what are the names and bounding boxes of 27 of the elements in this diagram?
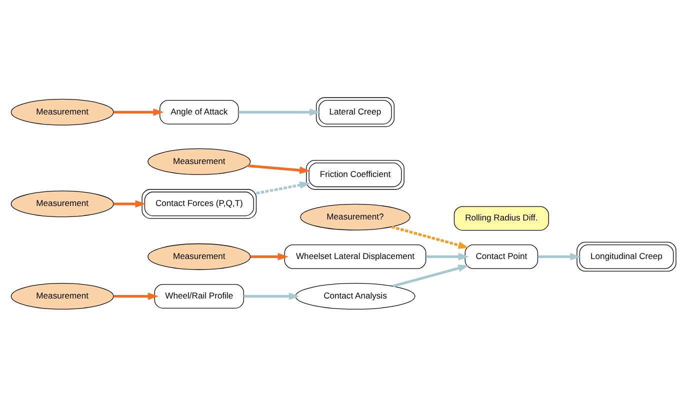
node-ellipse: Contact Analysis [295, 282, 416, 310]
node-box: Friction Coefficient [306, 160, 404, 190]
arrow [114, 108, 164, 116]
node-box: Contact Forces (P,Q,T) [142, 188, 257, 218]
node-box: Wheelset Lateral Displacement [284, 244, 426, 268]
node-box: Contact Point [464, 244, 538, 268]
node-box: Rolling Radius Diff. [454, 206, 549, 230]
node-ellipse: Measurement [148, 242, 251, 270]
node-box: Longitudinal Creep [576, 241, 676, 272]
node-box: Wheel/Rail Profile [154, 284, 244, 308]
arrow [238, 108, 320, 116]
arrow [426, 252, 469, 260]
node-ellipse: Measurement [148, 148, 251, 174]
arrow [538, 252, 581, 260]
arrow [391, 225, 469, 248]
arrow [256, 180, 310, 194]
node-ellipse: Measurement [10, 190, 114, 217]
arrow [244, 292, 300, 300]
arrow [114, 292, 158, 300]
node-ellipse: Measurement [10, 282, 114, 310]
node-ellipse: Measurement? [300, 203, 410, 230]
arrow [248, 164, 310, 174]
node-box: Angle of Attack [160, 99, 239, 124]
node-ellipse: Measurement [10, 98, 114, 125]
arrow [250, 252, 288, 260]
node-box: Lateral Creep [316, 96, 394, 126]
arrow [114, 200, 146, 208]
